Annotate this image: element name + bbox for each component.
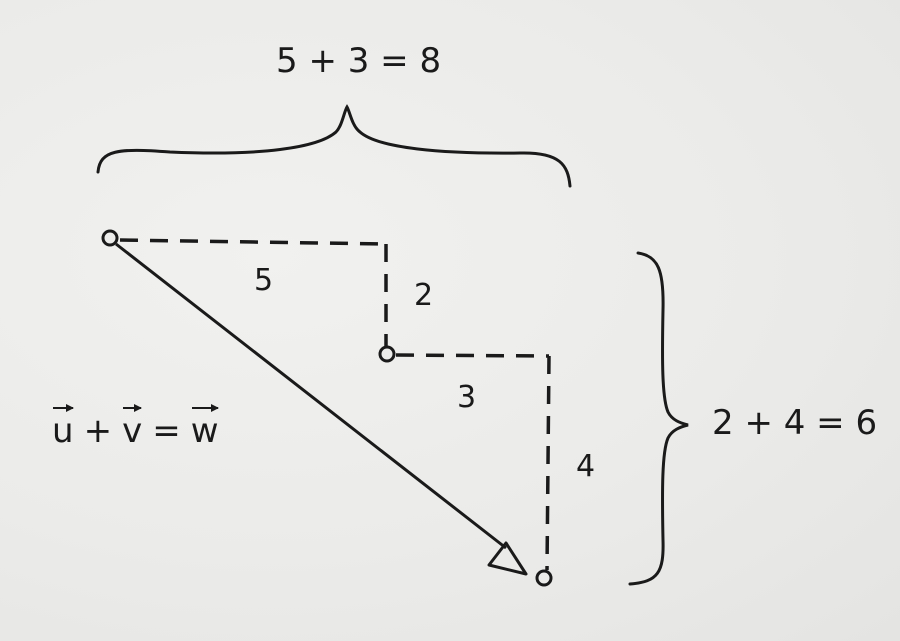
segment-label-3: 3 — [457, 380, 477, 415]
segment-label-5: 5 — [254, 263, 274, 298]
vector-u-symbol: u — [52, 404, 74, 448]
plus-sign: + — [83, 411, 113, 451]
vector-sum-equation: u + v = w — [52, 404, 219, 448]
vector-w-symbol: w — [191, 404, 219, 448]
vector-v-symbol: v — [122, 404, 143, 448]
segment-label-4: 4 — [576, 449, 596, 484]
vertical-sum-label: 2 + 4 = 6 — [712, 403, 878, 443]
start-point — [101, 229, 119, 247]
equals-sign: = — [152, 411, 181, 451]
horizontal-sum-label: 5 + 3 = 8 — [276, 41, 442, 81]
vector-w-line — [115, 242, 507, 550]
segment-label-2: 2 — [414, 278, 434, 313]
vector-v-vertical-dashed — [545, 355, 551, 571]
top-brace — [96, 104, 572, 188]
middle-point — [378, 345, 396, 363]
vector-w-arrowhead — [487, 541, 528, 576]
right-brace — [628, 251, 689, 586]
vector-v-horizontal-dashed — [395, 353, 550, 358]
vector-u-horizontal-dashed — [119, 238, 387, 246]
end-point — [535, 569, 553, 587]
